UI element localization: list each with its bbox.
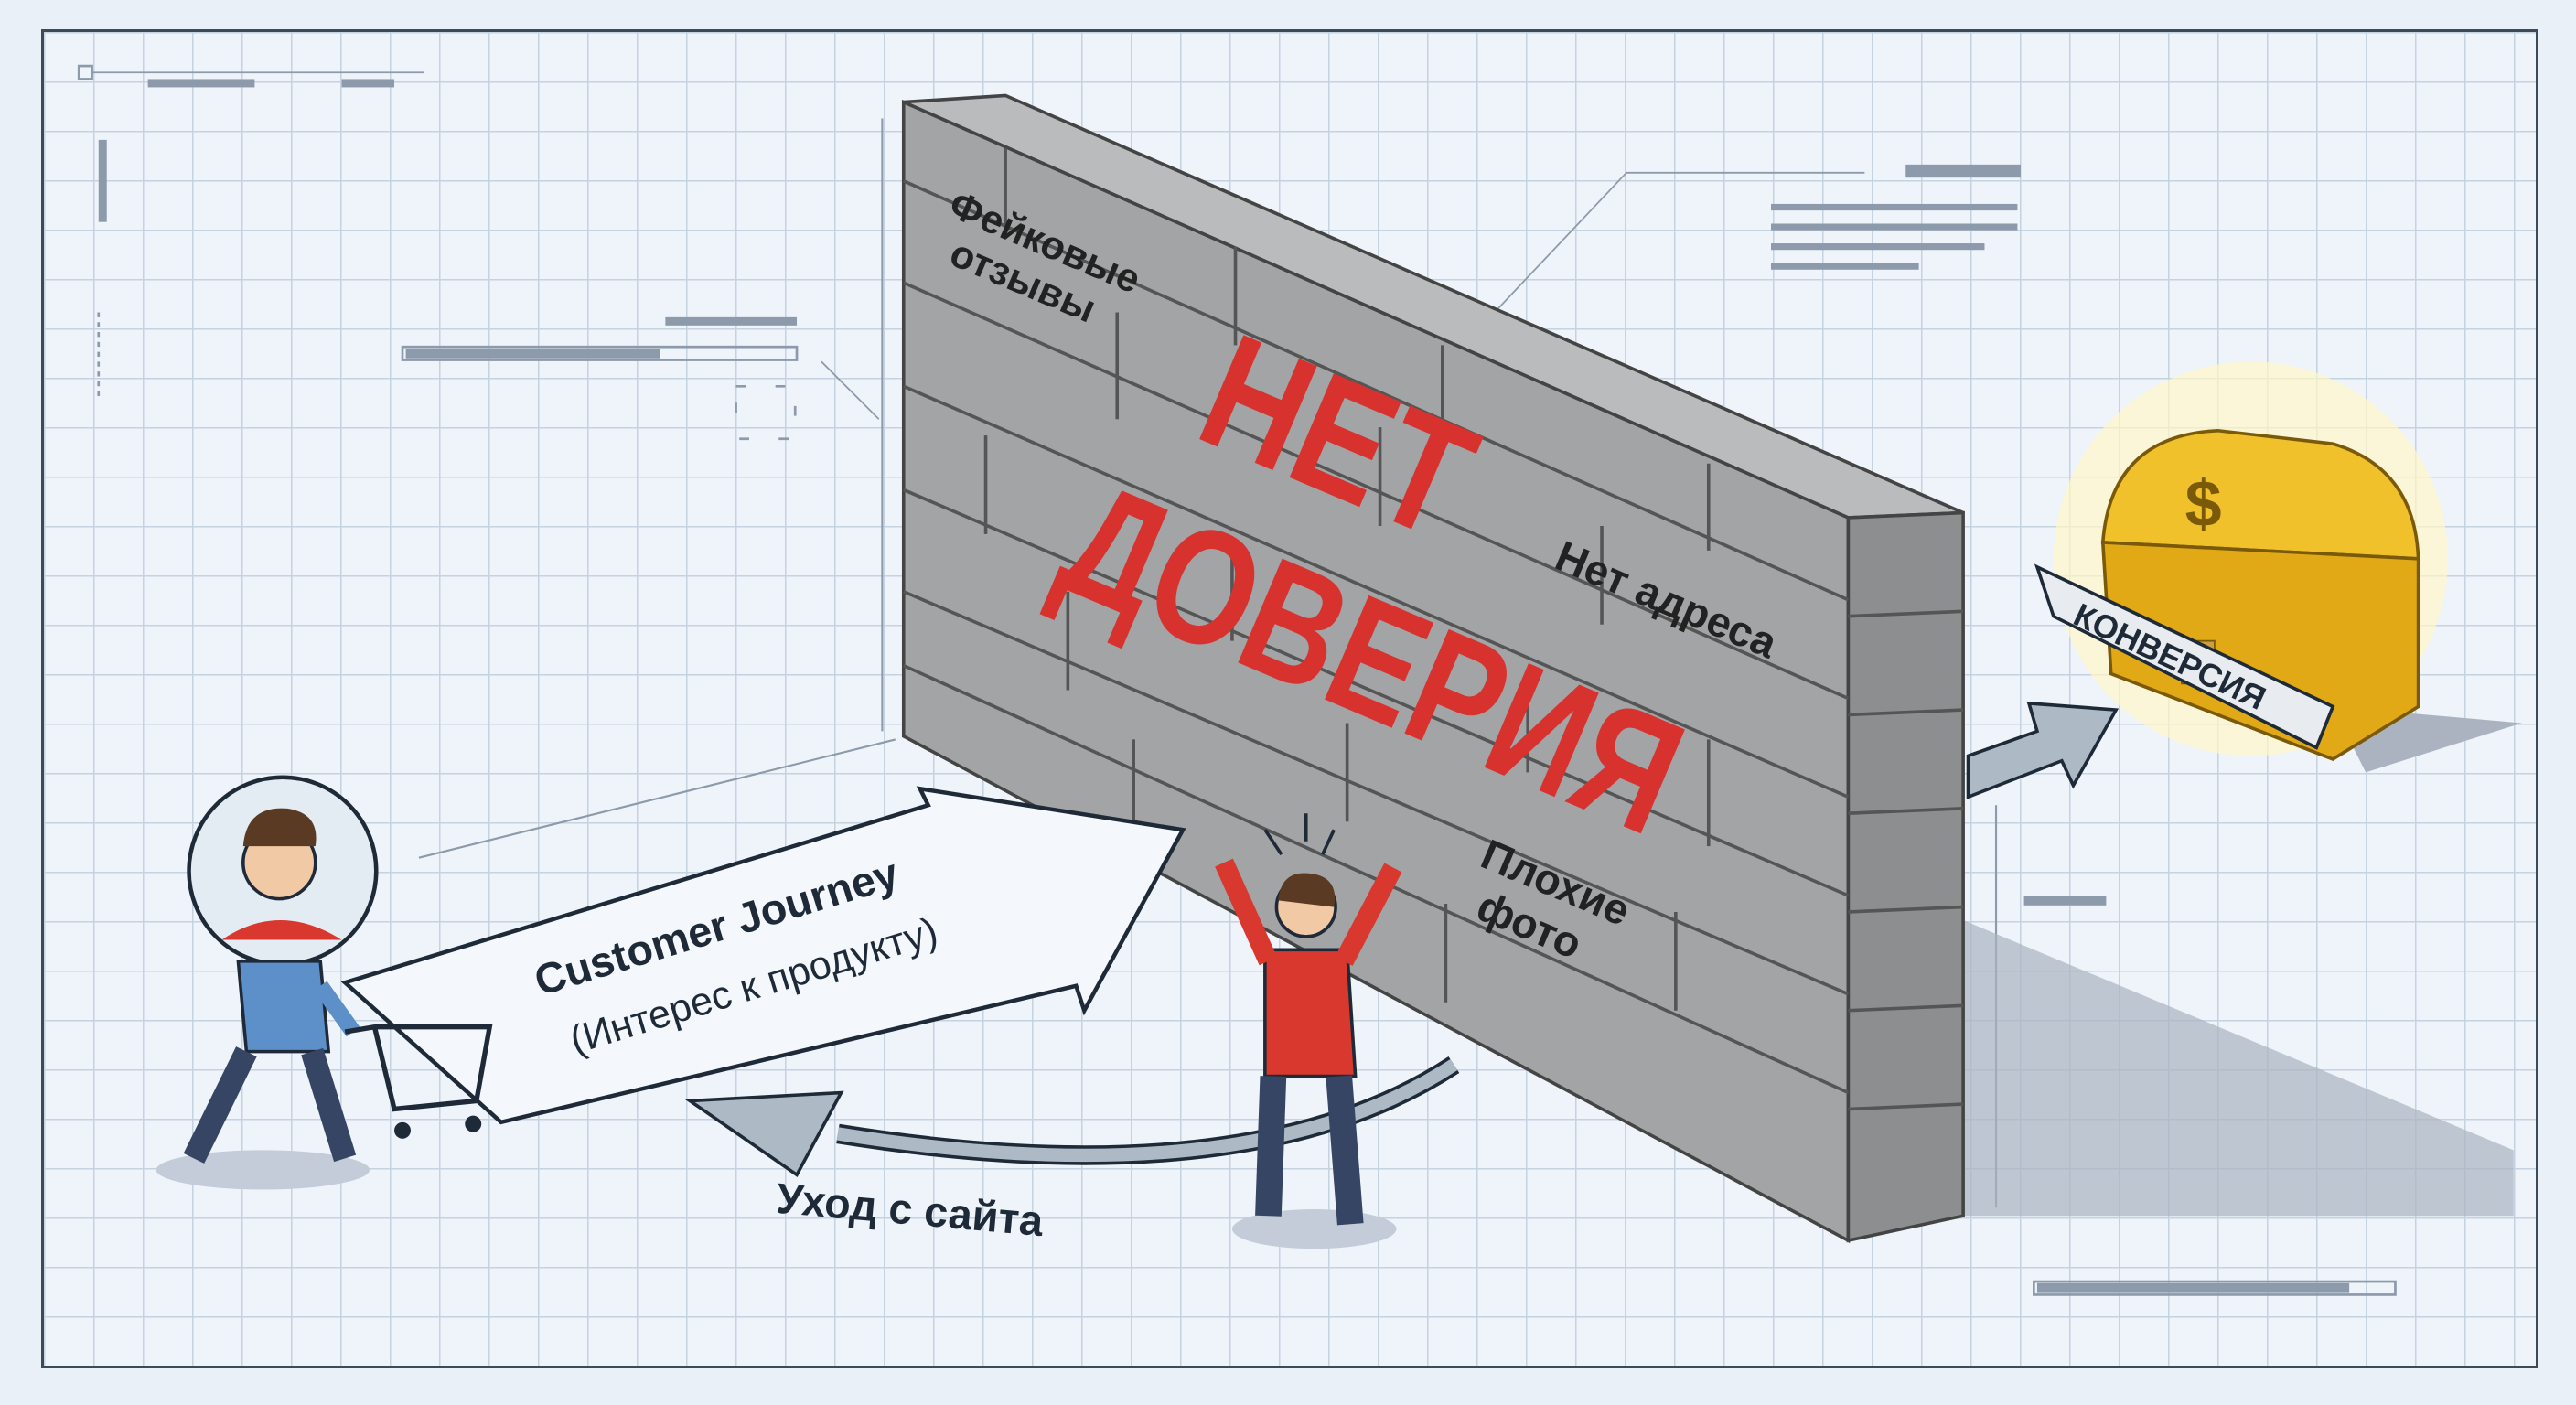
customer-with-cart <box>156 775 493 1190</box>
customer-journey-arrow: Customer Journey (Интерес к продукту) <box>340 786 1186 1125</box>
exit-label: Уход с сайта <box>775 1174 1046 1245</box>
wall-shadow <box>1963 919 2514 1217</box>
frustrated-person <box>1215 813 1402 1249</box>
dollar-icon: $ <box>2185 467 2222 541</box>
brick-wall: Фейковые отзывы Нет адреса Плохие фото Н… <box>901 93 1965 1244</box>
conversion-arrow <box>1966 701 2120 799</box>
treasure-chest: $ КОНВЕРСИЯ <box>2034 361 2522 773</box>
